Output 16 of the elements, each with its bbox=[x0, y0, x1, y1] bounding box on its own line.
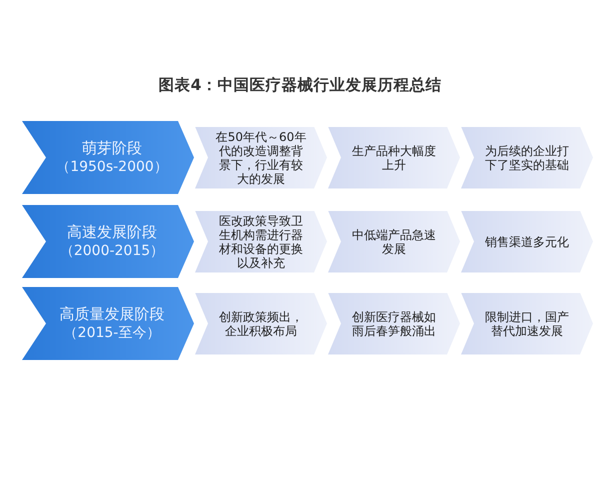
stage-period: （2000-2015） bbox=[60, 242, 164, 261]
step-description: 生产品种大幅度上升 bbox=[351, 144, 437, 172]
step-description: 在50年代～60年代的改造调整背景下，行业有较大的发展 bbox=[214, 130, 308, 186]
stage-name: 高质量发展阶段 bbox=[60, 304, 164, 324]
stage-name: 萌芽阶段 bbox=[82, 138, 142, 158]
stage-period: （1950s-2000） bbox=[56, 158, 168, 177]
step-description: 创新医疗器械如雨后春笋般涌出 bbox=[351, 310, 437, 338]
step-description: 限制进口，国产替代加速发展 bbox=[484, 310, 570, 338]
stage-name: 高速发展阶段 bbox=[67, 222, 157, 242]
step-description: 医改政策导致卫生机构需进行器材和设备的更换以及补充 bbox=[218, 214, 304, 270]
step-description: 中低端产品急速发展 bbox=[351, 228, 437, 256]
step-description: 为后续的企业打下了坚实的基础 bbox=[484, 144, 570, 172]
step-description: 销售渠道多元化 bbox=[484, 234, 570, 248]
chart-title: 图表4：中国医疗器械行业发展历程总结 bbox=[158, 76, 442, 94]
stage-period: （2015-至今） bbox=[64, 324, 160, 343]
step-description: 创新政策频出，企业积极布局 bbox=[218, 310, 304, 338]
